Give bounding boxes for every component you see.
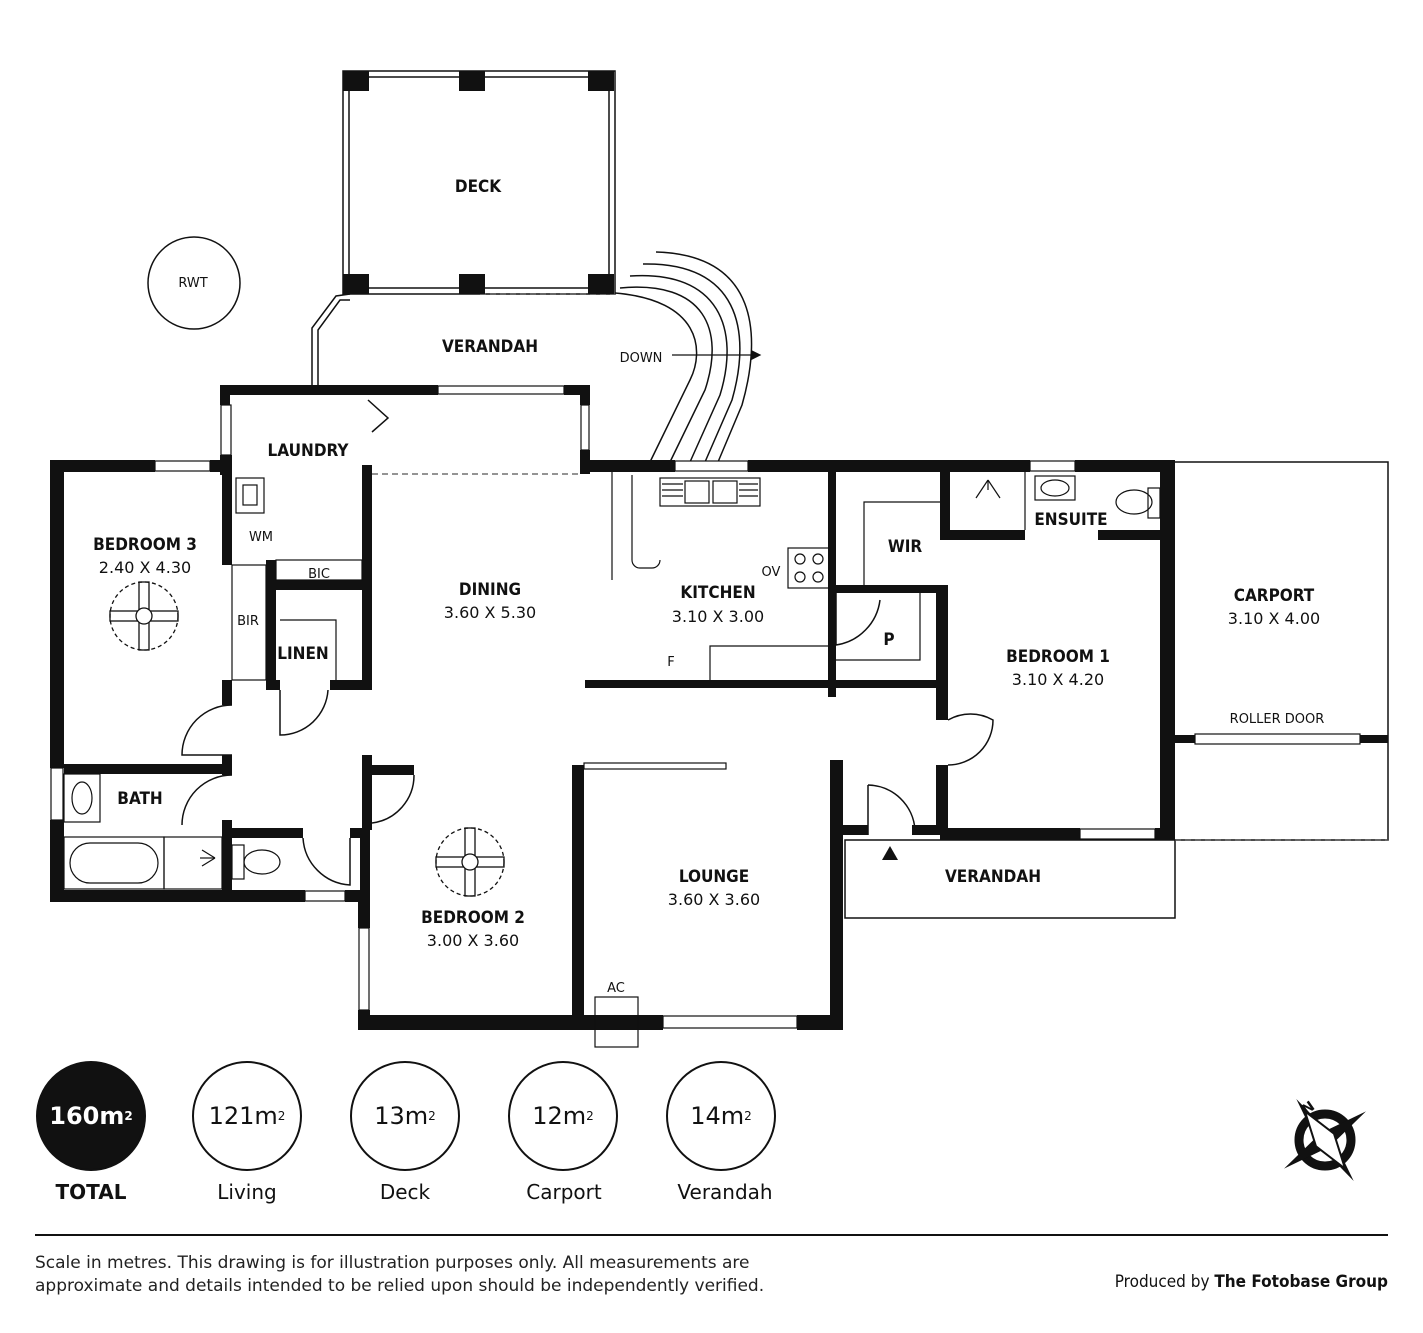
laundry-label: LAUNDRY [268,441,350,461]
footer-rule [35,1234,1388,1236]
outline-lines [147,70,1389,919]
area-carport-sup: 2 [586,1109,594,1123]
area-carport-label: Carport [526,1180,602,1204]
carport-dim: 3.10 X 4.00 [1228,609,1320,628]
disclaimer-text: Scale in metres. This drawing is for ill… [35,1253,765,1296]
bic-label: BIC [308,567,330,582]
kitchen-dim: 3.10 X 3.00 [672,607,764,626]
ov-label: OV [762,565,781,580]
bedroom1-label: BEDROOM 1 [1006,647,1110,667]
lounge-label: LOUNGE [679,867,749,887]
area-living-value: 121m [208,1102,278,1130]
wm-label: WM [249,530,273,545]
area-living-label: Living [217,1180,277,1204]
floor-plan: DECK VERANDAH DOWN RWT LAUNDRY WM BIC BE… [50,70,1389,1048]
carport-label: CARPORT [1234,586,1315,606]
bedroom2-label: BEDROOM 2 [421,908,525,928]
room-labels: DECK VERANDAH DOWN RWT LAUNDRY WM BIC BE… [93,177,1324,996]
verandah-front-label: VERANDAH [945,867,1041,887]
dining-dim: 3.60 X 5.30 [444,603,536,622]
pantry-label: P [883,630,894,650]
area-total-label: TOTAL [55,1180,127,1204]
lounge-dim: 3.60 X 3.60 [668,890,760,909]
area-deck-sup: 2 [428,1109,436,1123]
roller-door-label: ROLLER DOOR [1230,712,1325,727]
bedroom3-label: BEDROOM 3 [93,535,197,555]
area-deck-label: Deck [379,1180,431,1204]
windows [50,385,1361,1029]
doors [181,399,994,886]
verandah-top-label: VERANDAH [442,337,538,357]
kitchen-label: KITCHEN [680,583,755,603]
area-verandah-sup: 2 [744,1109,752,1123]
area-verandah-label: Verandah [677,1180,773,1204]
brand-name: The Fotobase Group [1214,1272,1388,1292]
compass-icon: N [1284,1098,1366,1181]
down-arrow-icon [672,350,762,360]
area-living-sup: 2 [277,1109,286,1123]
ensuite-label: ENSUITE [1034,510,1107,530]
area-deck-value: 13m [374,1102,429,1130]
bath-label: BATH [117,789,162,809]
walls [50,71,1388,1030]
bedroom1-dim: 3.10 X 4.20 [1012,670,1104,689]
ceiling-fan-icon [435,827,505,897]
area-total-value: 160m [49,1102,125,1130]
bir-label: BIR [237,614,259,629]
dashed-lines [372,293,1388,841]
bedroom2-dim: 3.00 X 3.60 [427,931,519,950]
bedroom3-dim: 2.40 X 4.30 [99,558,191,577]
ceiling-fan-icon [109,581,179,651]
down-label: DOWN [620,351,663,366]
area-total-sup: 2 [124,1109,133,1123]
dining-label: DINING [459,580,521,600]
produced-by-text: Produced by [1114,1272,1210,1292]
deck-label: DECK [455,177,502,197]
fridge-label: F [667,655,674,670]
linen-label: LINEN [277,644,328,664]
producer-credit: Produced by The Fotobase Group [1115,1272,1388,1292]
area-verandah-value: 14m [690,1102,745,1130]
rwt-label: RWT [178,276,207,291]
fixtures [63,472,1161,1048]
entry-arrow-icon [882,846,898,860]
wir-label: WIR [888,537,923,557]
area-carport-value: 12m [532,1102,587,1130]
ac-label: AC [607,981,625,996]
